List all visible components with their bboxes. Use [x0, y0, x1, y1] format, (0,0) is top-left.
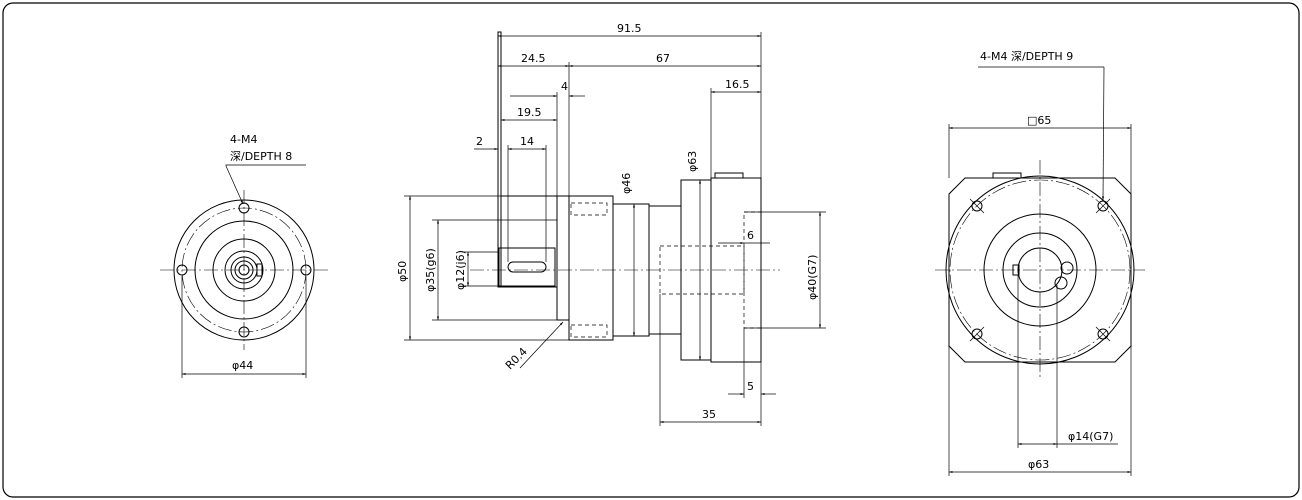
dia-63-side: φ63 — [686, 151, 699, 172]
square-65: □65 — [1027, 114, 1051, 127]
left-dia-44: φ44 — [232, 359, 253, 372]
right-rear-view — [935, 66, 1145, 476]
left-tap-label: 4-M4 — [230, 133, 257, 146]
side-section-view — [404, 31, 826, 426]
dim-14: 14 — [520, 135, 534, 148]
dia-46: φ46 — [620, 173, 633, 194]
bore-14: φ14(G7) — [1068, 430, 1113, 443]
dia-35: φ35(g6) — [424, 248, 437, 292]
dim-6: 6 — [747, 229, 754, 242]
dia-40: φ40(G7) — [806, 255, 819, 300]
dim-19-5: 19.5 — [517, 106, 542, 119]
dia-12: φ12(j6) — [454, 250, 467, 290]
left-front-view — [160, 164, 330, 378]
pcd-63: φ63 — [1028, 458, 1049, 471]
dim-16-5: 16.5 — [725, 78, 750, 91]
dim-2: 2 — [476, 135, 483, 148]
dim-5: 5 — [747, 380, 754, 393]
dim-67: 67 — [656, 52, 670, 65]
left-depth-label: 深/DEPTH 8 — [230, 150, 292, 163]
dim-24-5: 24.5 — [521, 52, 546, 65]
dim-91-5: 91.5 — [617, 22, 642, 35]
dim-4: 4 — [561, 80, 568, 93]
right-tap-label: 4-M4 深/DEPTH 9 — [980, 50, 1073, 63]
dia-50: φ50 — [396, 261, 409, 282]
radius-r0-4: R0.4 — [503, 345, 530, 372]
dim-35: 35 — [702, 408, 716, 421]
